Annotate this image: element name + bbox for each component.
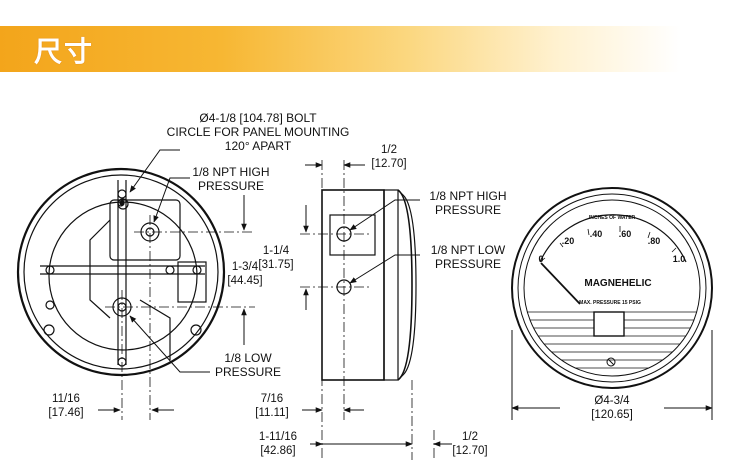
svg-text:1-1/4: 1-1/4: [263, 245, 290, 257]
npt-high-side-label: 1/8 NPT HIGH PRESSURE: [429, 189, 506, 217]
npt-high-back-label: 1/8 NPT HIGH PRESSURE: [192, 165, 269, 193]
dim-depth-total-text: 1-11/16 [42.86]: [259, 431, 297, 457]
high-back-leader: [153, 177, 190, 223]
svg-text:.40: .40: [590, 229, 603, 239]
dim-top-half-text: 1/2 [12.70]: [371, 144, 406, 170]
svg-text:1/2: 1/2: [381, 144, 397, 156]
svg-text:1/8 NPT HIGH: 1/8 NPT HIGH: [192, 165, 269, 179]
svg-text:1/8 NPT LOW: 1/8 NPT LOW: [431, 243, 506, 257]
bolt-circle-label: Ø4-1/8 [104.78] BOLT CIRCLE FOR PANEL MO…: [167, 111, 350, 153]
svg-text:PRESSURE: PRESSURE: [435, 203, 501, 217]
svg-text:[31.75]: [31.75]: [258, 259, 293, 271]
svg-text:[17.46]: [17.46]: [48, 407, 83, 419]
front-view: [511, 187, 713, 389]
svg-text:.80: .80: [648, 236, 661, 246]
bolt-circle-leader: [129, 149, 180, 193]
dim-spacing-back-text: 1-3/4 [44.45]: [227, 261, 262, 287]
svg-text:INCHES OF WATER: INCHES OF WATER: [589, 215, 636, 221]
svg-text:PRESSURE: PRESSURE: [435, 257, 501, 271]
high-side-leader: [349, 199, 420, 231]
low-side-leader: [349, 254, 420, 284]
svg-text:1/8 NPT HIGH: 1/8 NPT HIGH: [429, 189, 506, 203]
svg-text:PRESSURE: PRESSURE: [215, 365, 281, 379]
dim-depth-short-text: 7/16 [11.11]: [255, 393, 288, 419]
svg-text:1-3/4: 1-3/4: [232, 261, 259, 273]
low-back-leader: [129, 315, 210, 373]
side-view: [321, 189, 417, 381]
svg-text:11/16: 11/16: [52, 393, 80, 405]
dim-offset-back-text: 11/16 [17.46]: [48, 393, 83, 419]
svg-text:7/16: 7/16: [261, 393, 283, 405]
dim-face-diameter: [511, 330, 713, 420]
dim-face-diameter-text: Ø4-3/4 [120.65]: [591, 395, 633, 421]
svg-text:1.0: 1.0: [673, 254, 686, 264]
npt-low-side-label: 1/8 NPT LOW PRESSURE: [431, 243, 506, 271]
back-view-centerlines: [105, 215, 255, 420]
svg-text:[12.70]: [12.70]: [371, 158, 406, 170]
svg-text:[11.11]: [11.11]: [255, 407, 288, 419]
svg-text:1/2: 1/2: [462, 431, 478, 443]
svg-text:[120.65]: [120.65]: [591, 409, 633, 421]
back-view: [16, 167, 226, 377]
svg-text:120° APART: 120° APART: [225, 139, 292, 153]
svg-text:0: 0: [538, 254, 543, 264]
section-title: 尺寸: [34, 35, 95, 68]
svg-text:Ø4-3/4: Ø4-3/4: [594, 395, 630, 407]
svg-text:MAGNEHELIC: MAGNEHELIC: [584, 278, 651, 289]
svg-text:1/8 LOW: 1/8 LOW: [224, 351, 272, 365]
svg-text:[12.70]: [12.70]: [452, 445, 487, 457]
npt-low-back-label: 1/8 LOW PRESSURE: [215, 351, 281, 379]
svg-text:.20: .20: [562, 236, 575, 246]
svg-text:[42.86]: [42.86]: [260, 445, 295, 457]
dim-port-spacing-text: 1-1/4 [31.75]: [258, 245, 293, 271]
dim-bottom-half-text: 1/2 [12.70]: [452, 431, 487, 457]
svg-text:[44.45]: [44.45]: [227, 275, 262, 287]
side-view-centerlines: [300, 160, 435, 460]
svg-text:CIRCLE FOR PANEL MOUNTING: CIRCLE FOR PANEL MOUNTING: [167, 125, 350, 139]
svg-text:Ø4-1/8 [104.78] BOLT: Ø4-1/8 [104.78] BOLT: [199, 111, 317, 125]
svg-text:PRESSURE: PRESSURE: [198, 179, 264, 193]
svg-text:1-11/16: 1-11/16: [259, 431, 297, 443]
svg-text:.60: .60: [619, 229, 632, 239]
svg-text:MAX. PRESSURE 15 PSIG: MAX. PRESSURE 15 PSIG: [579, 300, 641, 306]
gauge-face-text: INCHES OF WATER 0 .20 .40 .60 .80 1.0 MA…: [538, 215, 685, 306]
section-header-band: [0, 26, 740, 72]
